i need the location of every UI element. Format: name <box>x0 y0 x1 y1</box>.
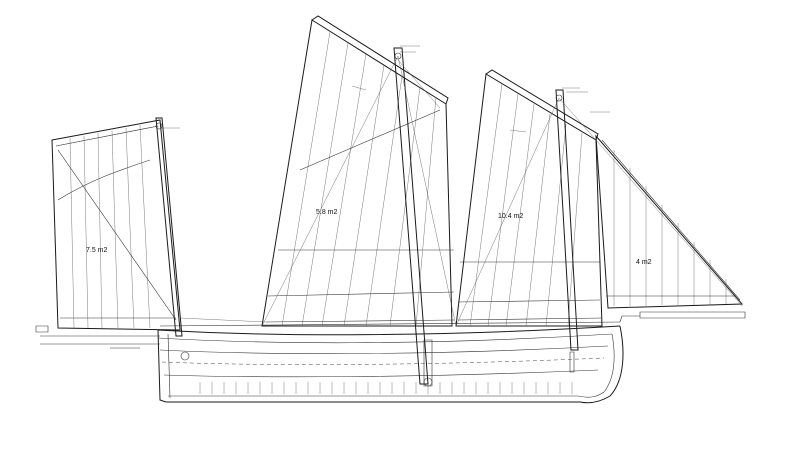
fore-boom <box>457 317 603 321</box>
deck-line <box>159 321 621 327</box>
fore-area-label: 10.4 m2 <box>498 213 523 220</box>
main-mast <box>393 47 429 385</box>
stern-inner <box>577 333 615 398</box>
jib-outline <box>595 134 744 309</box>
fore-mast <box>555 89 579 351</box>
baselines <box>35 311 746 349</box>
jib-area-label: 4 m2 <box>636 259 652 266</box>
hawse-hole <box>180 351 190 361</box>
stern-rail <box>619 315 640 323</box>
jib-sail: 4 m2 <box>595 134 744 309</box>
callout-leaders <box>160 45 610 133</box>
stem <box>157 329 167 403</box>
main-sheet-line <box>299 109 441 171</box>
rigging <box>55 55 743 327</box>
main-reef-2 <box>267 291 455 297</box>
main-panels <box>281 31 437 327</box>
jib-panels <box>613 150 727 306</box>
fore-sail: 10.4 m2 <box>455 69 603 351</box>
sheer-strake <box>157 333 613 344</box>
frames <box>199 382 573 394</box>
main-yard <box>311 15 449 105</box>
mizzen-outline <box>51 119 181 331</box>
chine-line <box>163 369 599 378</box>
stern <box>579 325 624 404</box>
fore-yard <box>485 69 599 141</box>
mizzen-masthead <box>155 122 163 130</box>
main-boom <box>265 319 455 323</box>
mizzen-panels <box>69 124 151 329</box>
mizzen-mast <box>155 117 183 337</box>
wale-line <box>159 345 609 354</box>
mizzen-area-label: 7.5 m2 <box>86 247 108 254</box>
mast-step-fore <box>569 351 575 373</box>
waterline <box>161 357 605 365</box>
fore-outline <box>455 73 603 327</box>
bow-sprit-fitting <box>35 325 49 333</box>
mizzen-sail: 7.5 m2 <box>51 117 183 337</box>
fore-masthead <box>555 94 563 102</box>
jib-leech <box>601 139 741 301</box>
main-area-label: 5.8 m2 <box>316 209 338 216</box>
centerboard-case <box>423 339 433 387</box>
main-outline <box>261 19 453 327</box>
main-sail: 5.8 m2 <box>261 15 455 385</box>
boom-jib-block <box>639 311 746 319</box>
mizzen-diagonal <box>57 149 177 321</box>
sheer-line <box>157 325 621 336</box>
mizzen-sheet <box>57 159 151 201</box>
hull <box>157 315 640 404</box>
stem-inner <box>167 333 171 399</box>
fore-panels <box>469 83 583 327</box>
main-masthead <box>394 52 402 60</box>
fore-reef-2 <box>457 299 601 303</box>
